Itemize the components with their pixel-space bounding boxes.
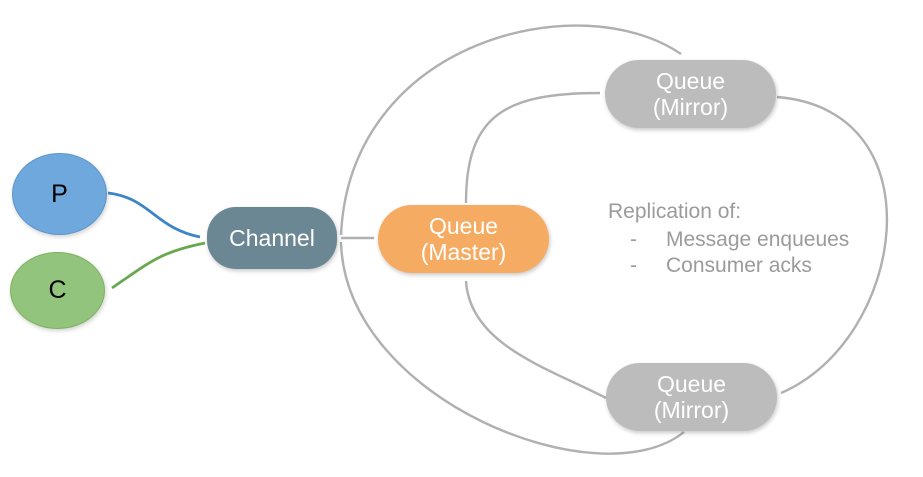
bullet-dash: - xyxy=(630,254,637,277)
arrow-mirror-bottom-to-master xyxy=(464,280,607,400)
arrow-channel-to-mirror-bottom xyxy=(339,241,685,455)
queue-mirror-top-node: Queue (Mirror) xyxy=(605,60,776,128)
arrow-mirror-top-to-mirror-bottom xyxy=(776,95,889,395)
replication-title: Replication of: xyxy=(608,200,742,223)
bullet-text: Consumer acks xyxy=(666,254,812,277)
queue-mirror-bottom-node: Queue (Mirror) xyxy=(606,363,777,431)
replication-item: - Consumer acks xyxy=(608,253,849,279)
producer-node: P xyxy=(12,153,107,235)
queue-master-label-line2: (Master) xyxy=(420,239,507,265)
channel-label: Channel xyxy=(229,225,315,251)
bullet-text: Message enqueues xyxy=(666,228,850,251)
arrow-master-to-mirror-top xyxy=(464,91,601,204)
queue-mirror-bottom-label-line2: (Mirror) xyxy=(653,397,730,423)
queue-master-label-line1: Queue xyxy=(428,213,499,239)
producer-label: P xyxy=(51,179,68,208)
queue-mirror-top-label-line2: (Mirror) xyxy=(652,94,729,120)
arrow-channel-to-consumer xyxy=(111,241,206,290)
replication-annotation: Replication of: - Message enqueues - Con… xyxy=(608,199,849,279)
consumer-node: C xyxy=(10,252,105,329)
arrow-producer-to-channel xyxy=(107,191,201,239)
bullet-dash: - xyxy=(630,228,637,251)
queue-master-node: Queue (Master) xyxy=(378,205,549,273)
consumer-label: C xyxy=(48,276,67,304)
channel-node: Channel xyxy=(207,207,337,269)
queue-mirror-bottom-label-line1: Queue xyxy=(656,371,727,397)
queue-mirror-top-label-line1: Queue xyxy=(655,68,726,94)
arrow-channel-to-mirror-top xyxy=(339,24,682,236)
replication-item: - Message enqueues xyxy=(608,227,849,253)
